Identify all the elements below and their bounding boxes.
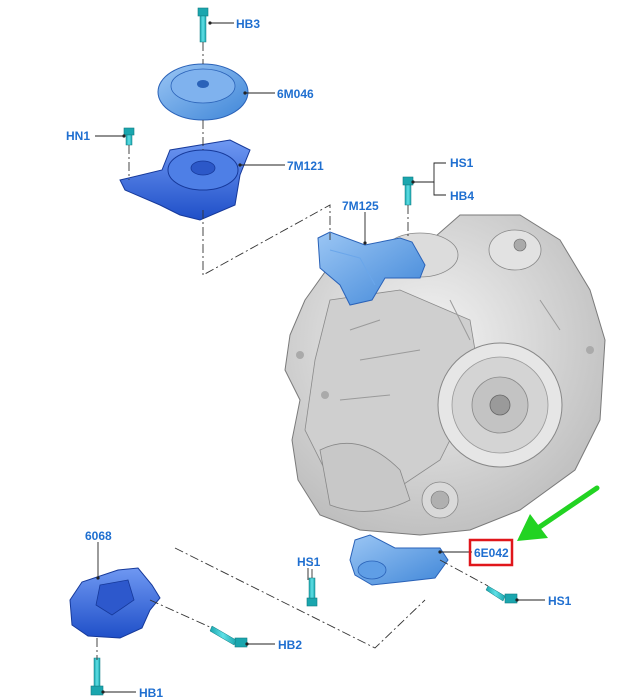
label-6e042: 6E042 bbox=[474, 546, 509, 560]
bolt-icon bbox=[90, 657, 104, 696]
highlight-box bbox=[468, 538, 514, 567]
label-hn1: HN1 bbox=[66, 129, 90, 143]
label-hs1-right: HS1 bbox=[548, 594, 572, 608]
bolt-icon bbox=[197, 7, 209, 43]
bolt-icon bbox=[402, 176, 414, 206]
mount-bracket-icon bbox=[317, 231, 426, 306]
bolt-icon bbox=[485, 585, 518, 604]
bolt-icon bbox=[306, 577, 318, 607]
arrow-icon bbox=[517, 485, 600, 541]
label-hb1: HB1 bbox=[139, 686, 163, 700]
label-hs1-top: HS1 bbox=[450, 156, 474, 170]
label-hb2: HB2 bbox=[278, 638, 302, 652]
mount-cup-icon bbox=[157, 63, 249, 121]
mount-bracket-icon bbox=[119, 139, 251, 221]
label-hb4: HB4 bbox=[450, 189, 474, 203]
label-7m125: 7M125 bbox=[342, 199, 379, 213]
leader-lines bbox=[95, 21, 545, 694]
label-hs1-left: HS1 bbox=[297, 555, 321, 569]
mount-bracket-icon bbox=[69, 567, 161, 639]
mount-bracket-icon bbox=[349, 534, 449, 586]
label-hb3: HB3 bbox=[236, 17, 260, 31]
bolt-icon bbox=[209, 625, 248, 648]
assembly-center-lines bbox=[96, 42, 489, 660]
label-7m121: 7M121 bbox=[287, 159, 324, 173]
label-6068: 6068 bbox=[85, 529, 112, 543]
label-6m046: 6M046 bbox=[277, 87, 314, 101]
